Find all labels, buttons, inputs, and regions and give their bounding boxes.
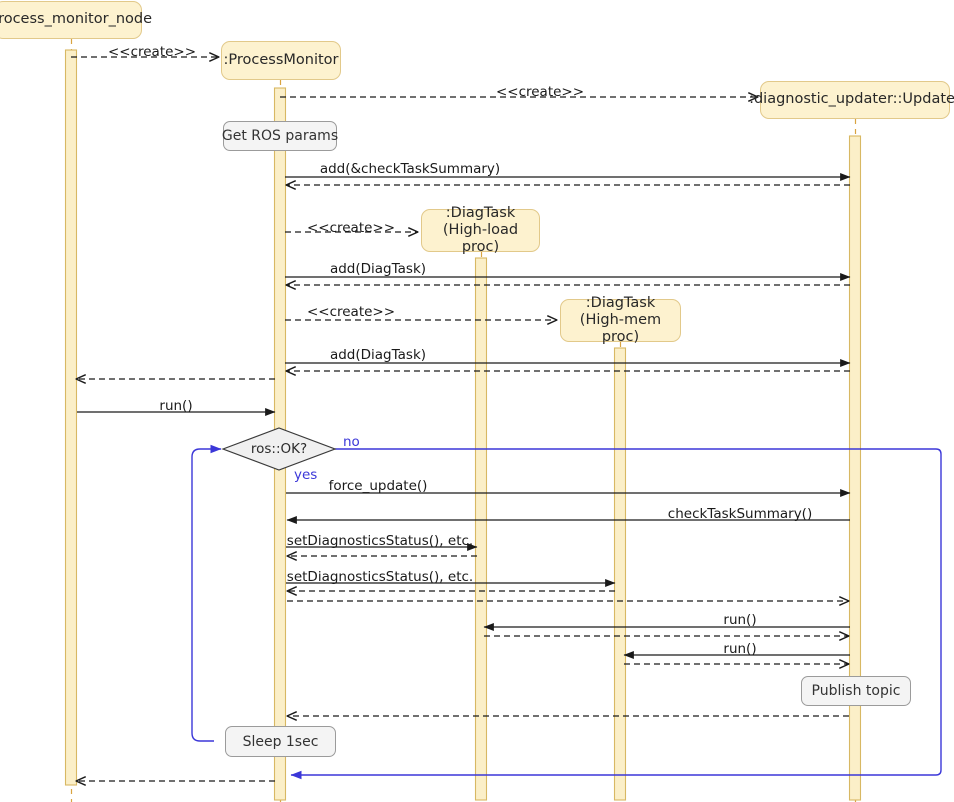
message-label-add-diagtask-1: add(DiagTask) (329, 261, 427, 277)
message-arrows (71, 57, 851, 781)
participant-updater[interactable]: :diagnostic_updater::Updater (749, 81, 954, 119)
decision-diamond-shape (221, 427, 337, 471)
decision-label: ros::OK? (250, 441, 308, 457)
message-label-add-checktasksummary: add(&checkTaskSummary) (319, 161, 501, 177)
message-label-run-diagmem: run() (723, 641, 757, 657)
branch-label-yes: yes (294, 467, 318, 483)
message-label-set-diag-status-2: setDiagnosticsStatus(), etc. (286, 569, 474, 585)
note-publish-topic: Publish topic (801, 676, 911, 706)
message-label-create-diagtask-load: <<create>> (306, 220, 396, 236)
participant-label: :process_monitor_node (0, 11, 153, 28)
participant-label: :DiagTask (High-load proc) (442, 204, 519, 256)
note-get-ros-params: Get ROS params (221, 121, 339, 151)
message-label-run-diagload: run() (723, 612, 757, 628)
message-label-run: run() (159, 398, 193, 414)
note-label: Get ROS params (221, 128, 339, 144)
lifeline-dashes (70, 39, 857, 802)
participant-node[interactable]: :process_monitor_node (0, 1, 152, 39)
loop-branch-paths (191, 444, 942, 780)
note-label: Sleep 1sec (242, 733, 319, 750)
loop-back-path (191, 444, 222, 742)
participant-label: :DiagTask (High-mem proc) (579, 294, 662, 346)
decision-diamond (221, 427, 337, 471)
diagload-activation (474, 257, 488, 801)
participant-diagmem[interactable]: :DiagTask (High-mem proc) (560, 295, 681, 345)
branch-label-no: no (343, 434, 360, 450)
participant-monitor[interactable]: :ProcessMonitor (221, 41, 341, 80)
message-label-force-update: force_update() (328, 478, 428, 494)
node-activation (64, 49, 78, 786)
note-label: Publish topic (811, 683, 901, 699)
note-sleep-1sec: Sleep 1sec (225, 726, 336, 757)
participant-label: :ProcessMonitor (223, 51, 339, 68)
participant-diagload[interactable]: :DiagTask (High-load proc) (421, 205, 540, 255)
updater-activation (848, 135, 862, 801)
diagmem-activation (613, 347, 627, 801)
message-label-create-updater: <<create>> (495, 84, 585, 100)
participant-label: :diagnostic_updater::Updater (749, 91, 954, 108)
message-label-create-diagtask-mem: <<create>> (306, 304, 396, 320)
message-label-create-processmonitor: <<create>> (107, 44, 197, 60)
message-label-add-diagtask-2: add(DiagTask) (329, 347, 427, 363)
loop-no-path (290, 448, 942, 780)
message-label-set-diag-status-1: setDiagnosticsStatus(), etc. (286, 533, 474, 549)
message-label-check-task-summary: checkTaskSummary() (667, 506, 813, 522)
